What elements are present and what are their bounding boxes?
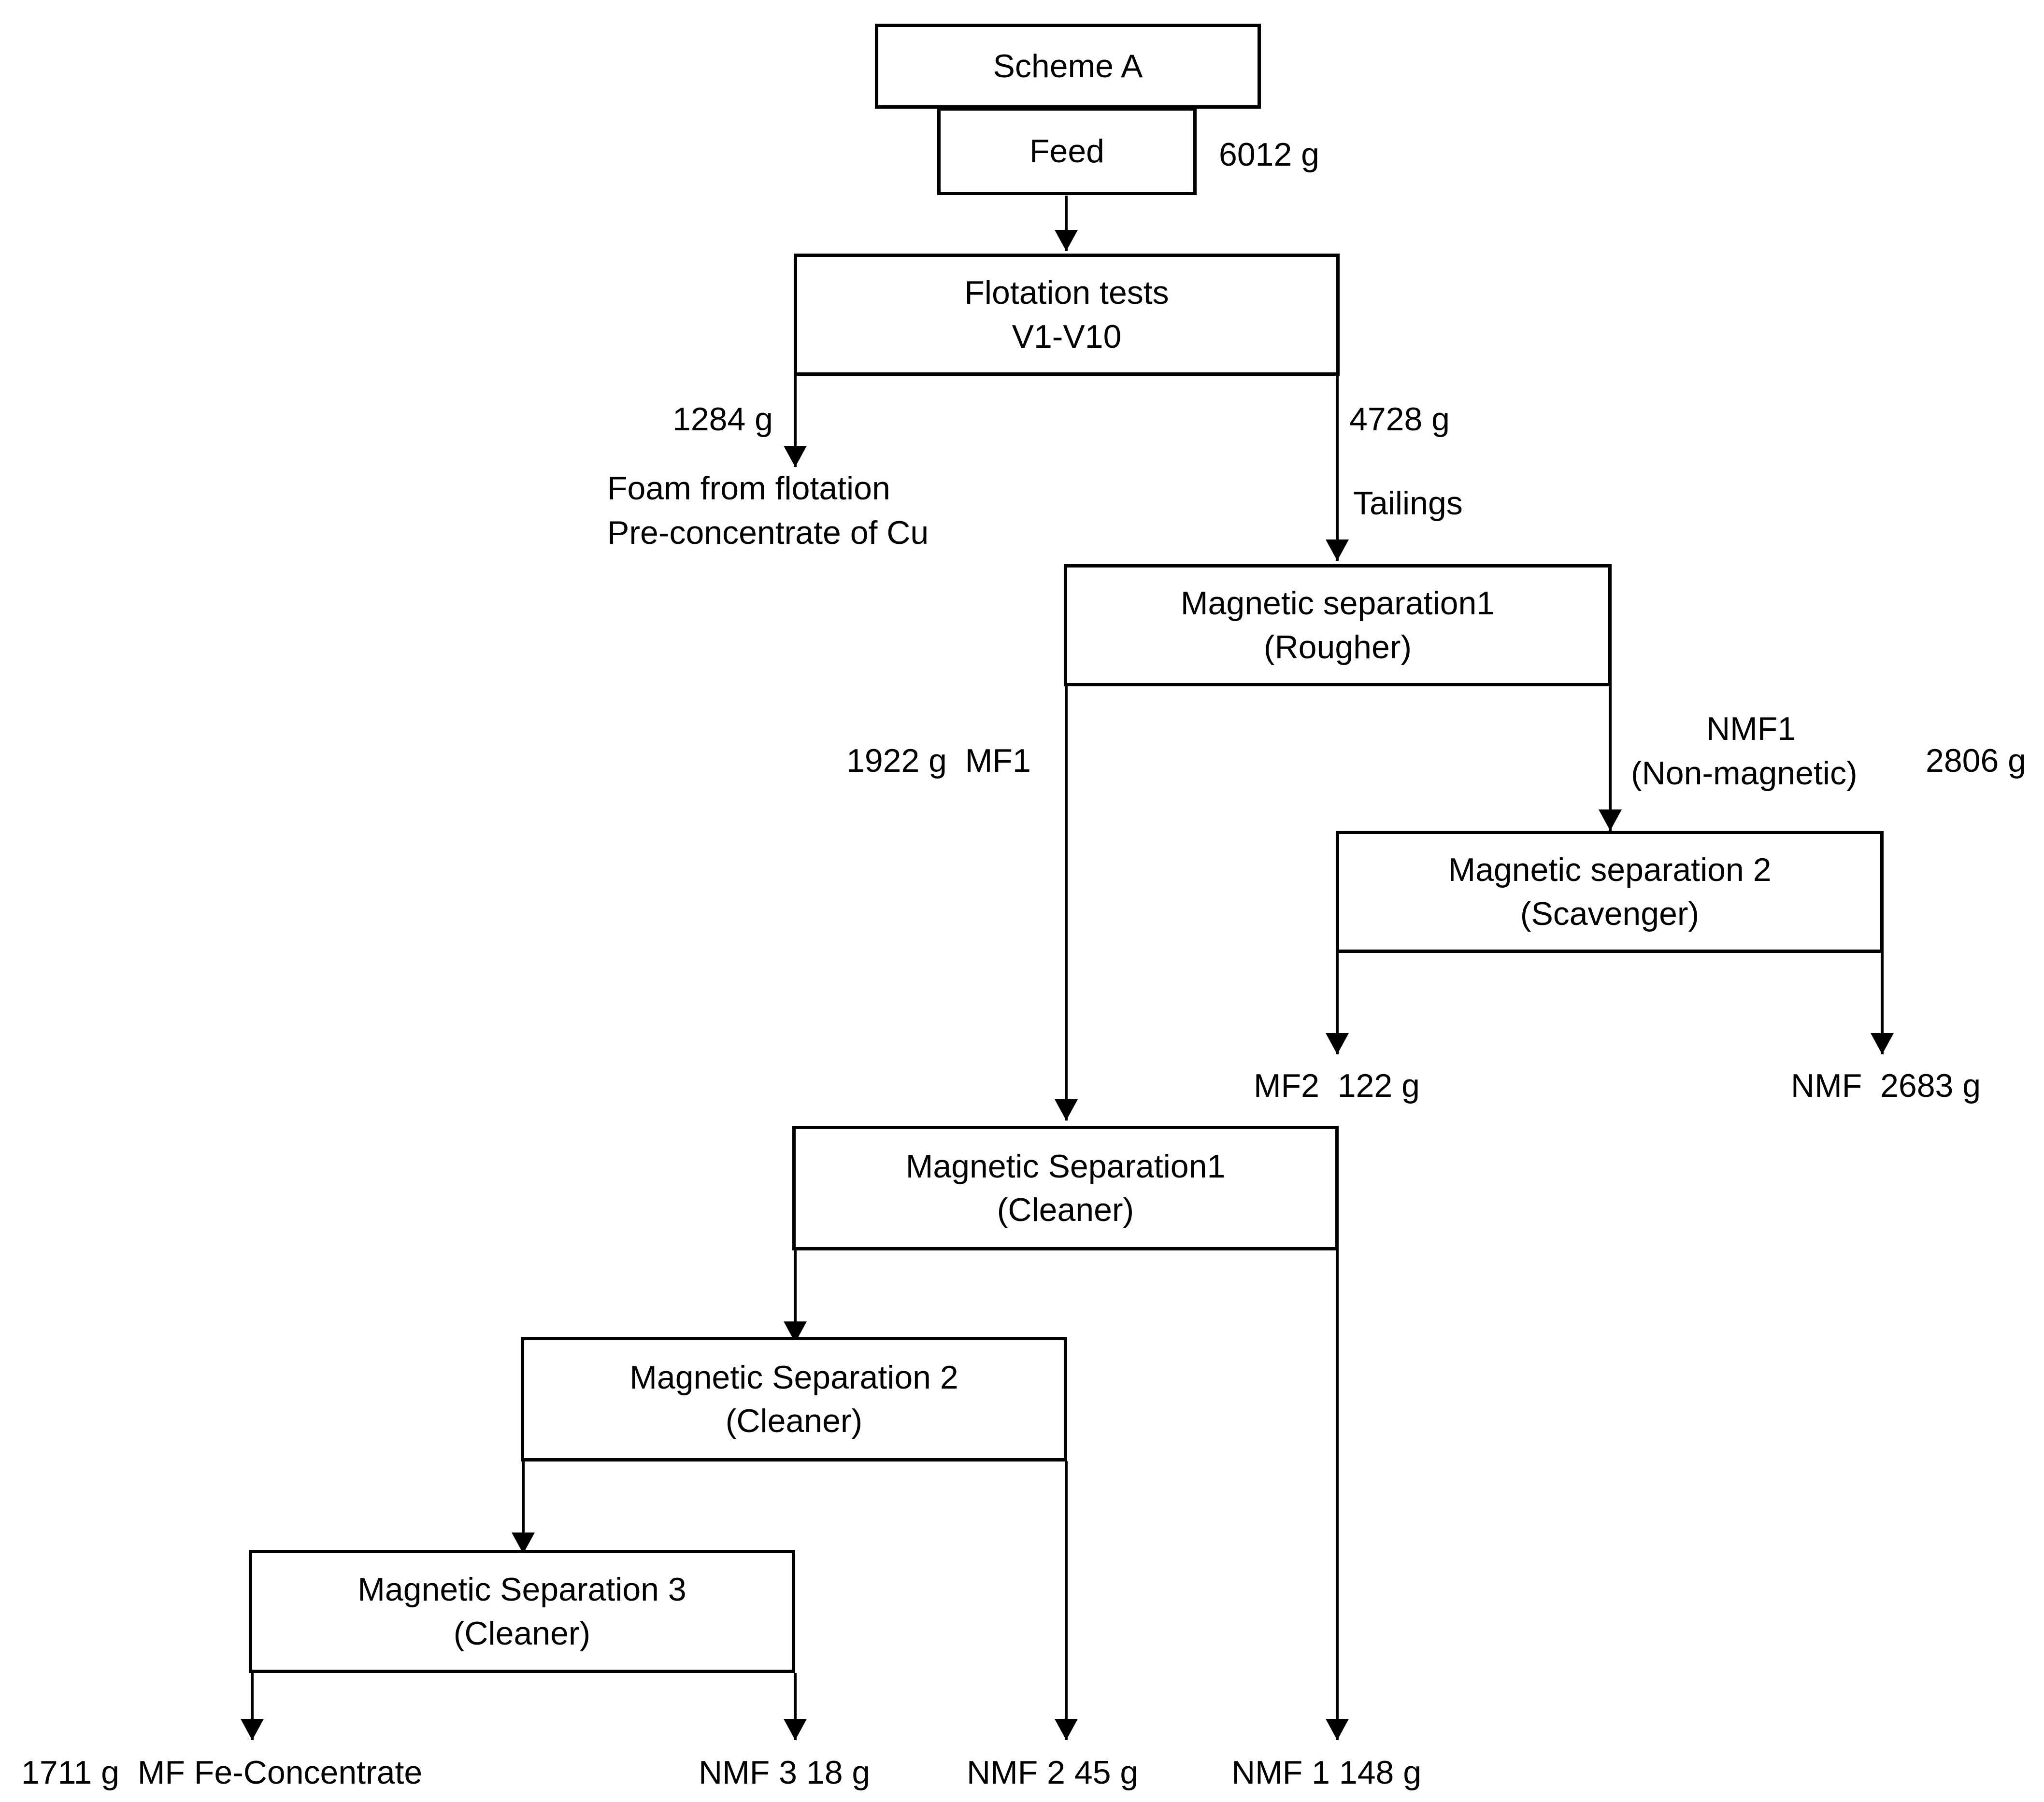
mag-scavenger-line-1: Magnetic separation 2 (1448, 851, 1772, 889)
feed-box: Feed (937, 107, 1197, 195)
mag-cleaner3-box: Magnetic Separation 3 (Cleaner) (249, 1550, 795, 1673)
flotation-line-1: Flotation tests (964, 274, 1169, 312)
mag-cleaner1-line-1: Magnetic Separation1 (905, 1148, 1226, 1185)
nmf-scavenger-label: NMF 2683 g (1791, 1067, 1981, 1104)
mag-cleaner3-line-2: (Cleaner) (453, 1615, 591, 1652)
scheme-title-box: Scheme A (875, 24, 1261, 109)
mag-cleaner2-line-2: (Cleaner) (725, 1403, 863, 1439)
mag-cleaner3-line-1: Magnetic Separation 3 (357, 1571, 686, 1608)
tailings-mass-label: 4728 g (1349, 401, 1450, 438)
mag-scavenger-box: Magnetic separation 2 (Scavenger) (1336, 831, 1884, 953)
mag-cleaner2-box: Magnetic Separation 2 (Cleaner) (521, 1337, 1067, 1461)
mag-cleaner1-line-2: (Cleaner) (997, 1192, 1134, 1228)
nmf1-output-label: NMF 1 148 g (1231, 1754, 1422, 1791)
mag-rougher-line-1: Magnetic separation1 (1180, 585, 1495, 622)
mag-scavenger-line-2: (Scavenger) (1520, 895, 1700, 932)
tailings-text-label: Tailings (1353, 485, 1463, 522)
flotation-box: Flotation tests V1-V10 (794, 254, 1340, 376)
nmf1-text-line-2: (Non-magnetic) (1631, 755, 1858, 792)
nmf3-label: NMF 3 18 g (699, 1754, 871, 1791)
mag-cleaner2-line-1: Magnetic Separation 2 (629, 1359, 958, 1396)
froth-text-line-1: Foam from flotation (607, 470, 890, 507)
froth-text-line-2: Pre-concentrate of Cu (607, 514, 929, 551)
mag-rougher-line-2: (Rougher) (1263, 628, 1412, 666)
scheme-title: Scheme A (993, 47, 1143, 85)
feed-mass-label: 6012 g (1219, 136, 1319, 173)
nmf1-text-line-1: NMF1 (1706, 710, 1796, 747)
flotation-line-2: V1-V10 (1012, 318, 1122, 355)
mag-cleaner1-box: Magnetic Separation1 (Cleaner) (792, 1126, 1339, 1250)
feed-label: Feed (1029, 132, 1104, 170)
froth-mass-label: 1284 g (672, 401, 773, 438)
mf2-label: MF2 122 g (1254, 1067, 1420, 1104)
mf1-label: 1922 g MF1 (846, 742, 1031, 779)
nmf2-label: NMF 2 45 g (967, 1754, 1139, 1791)
mf-fe-concentrate-label: 1711 g MF Fe-Concentrate (21, 1754, 423, 1791)
mag-rougher-box: Magnetic separation1 (Rougher) (1064, 564, 1612, 686)
nmf1-mass-label: 2806 g (1926, 742, 2026, 779)
